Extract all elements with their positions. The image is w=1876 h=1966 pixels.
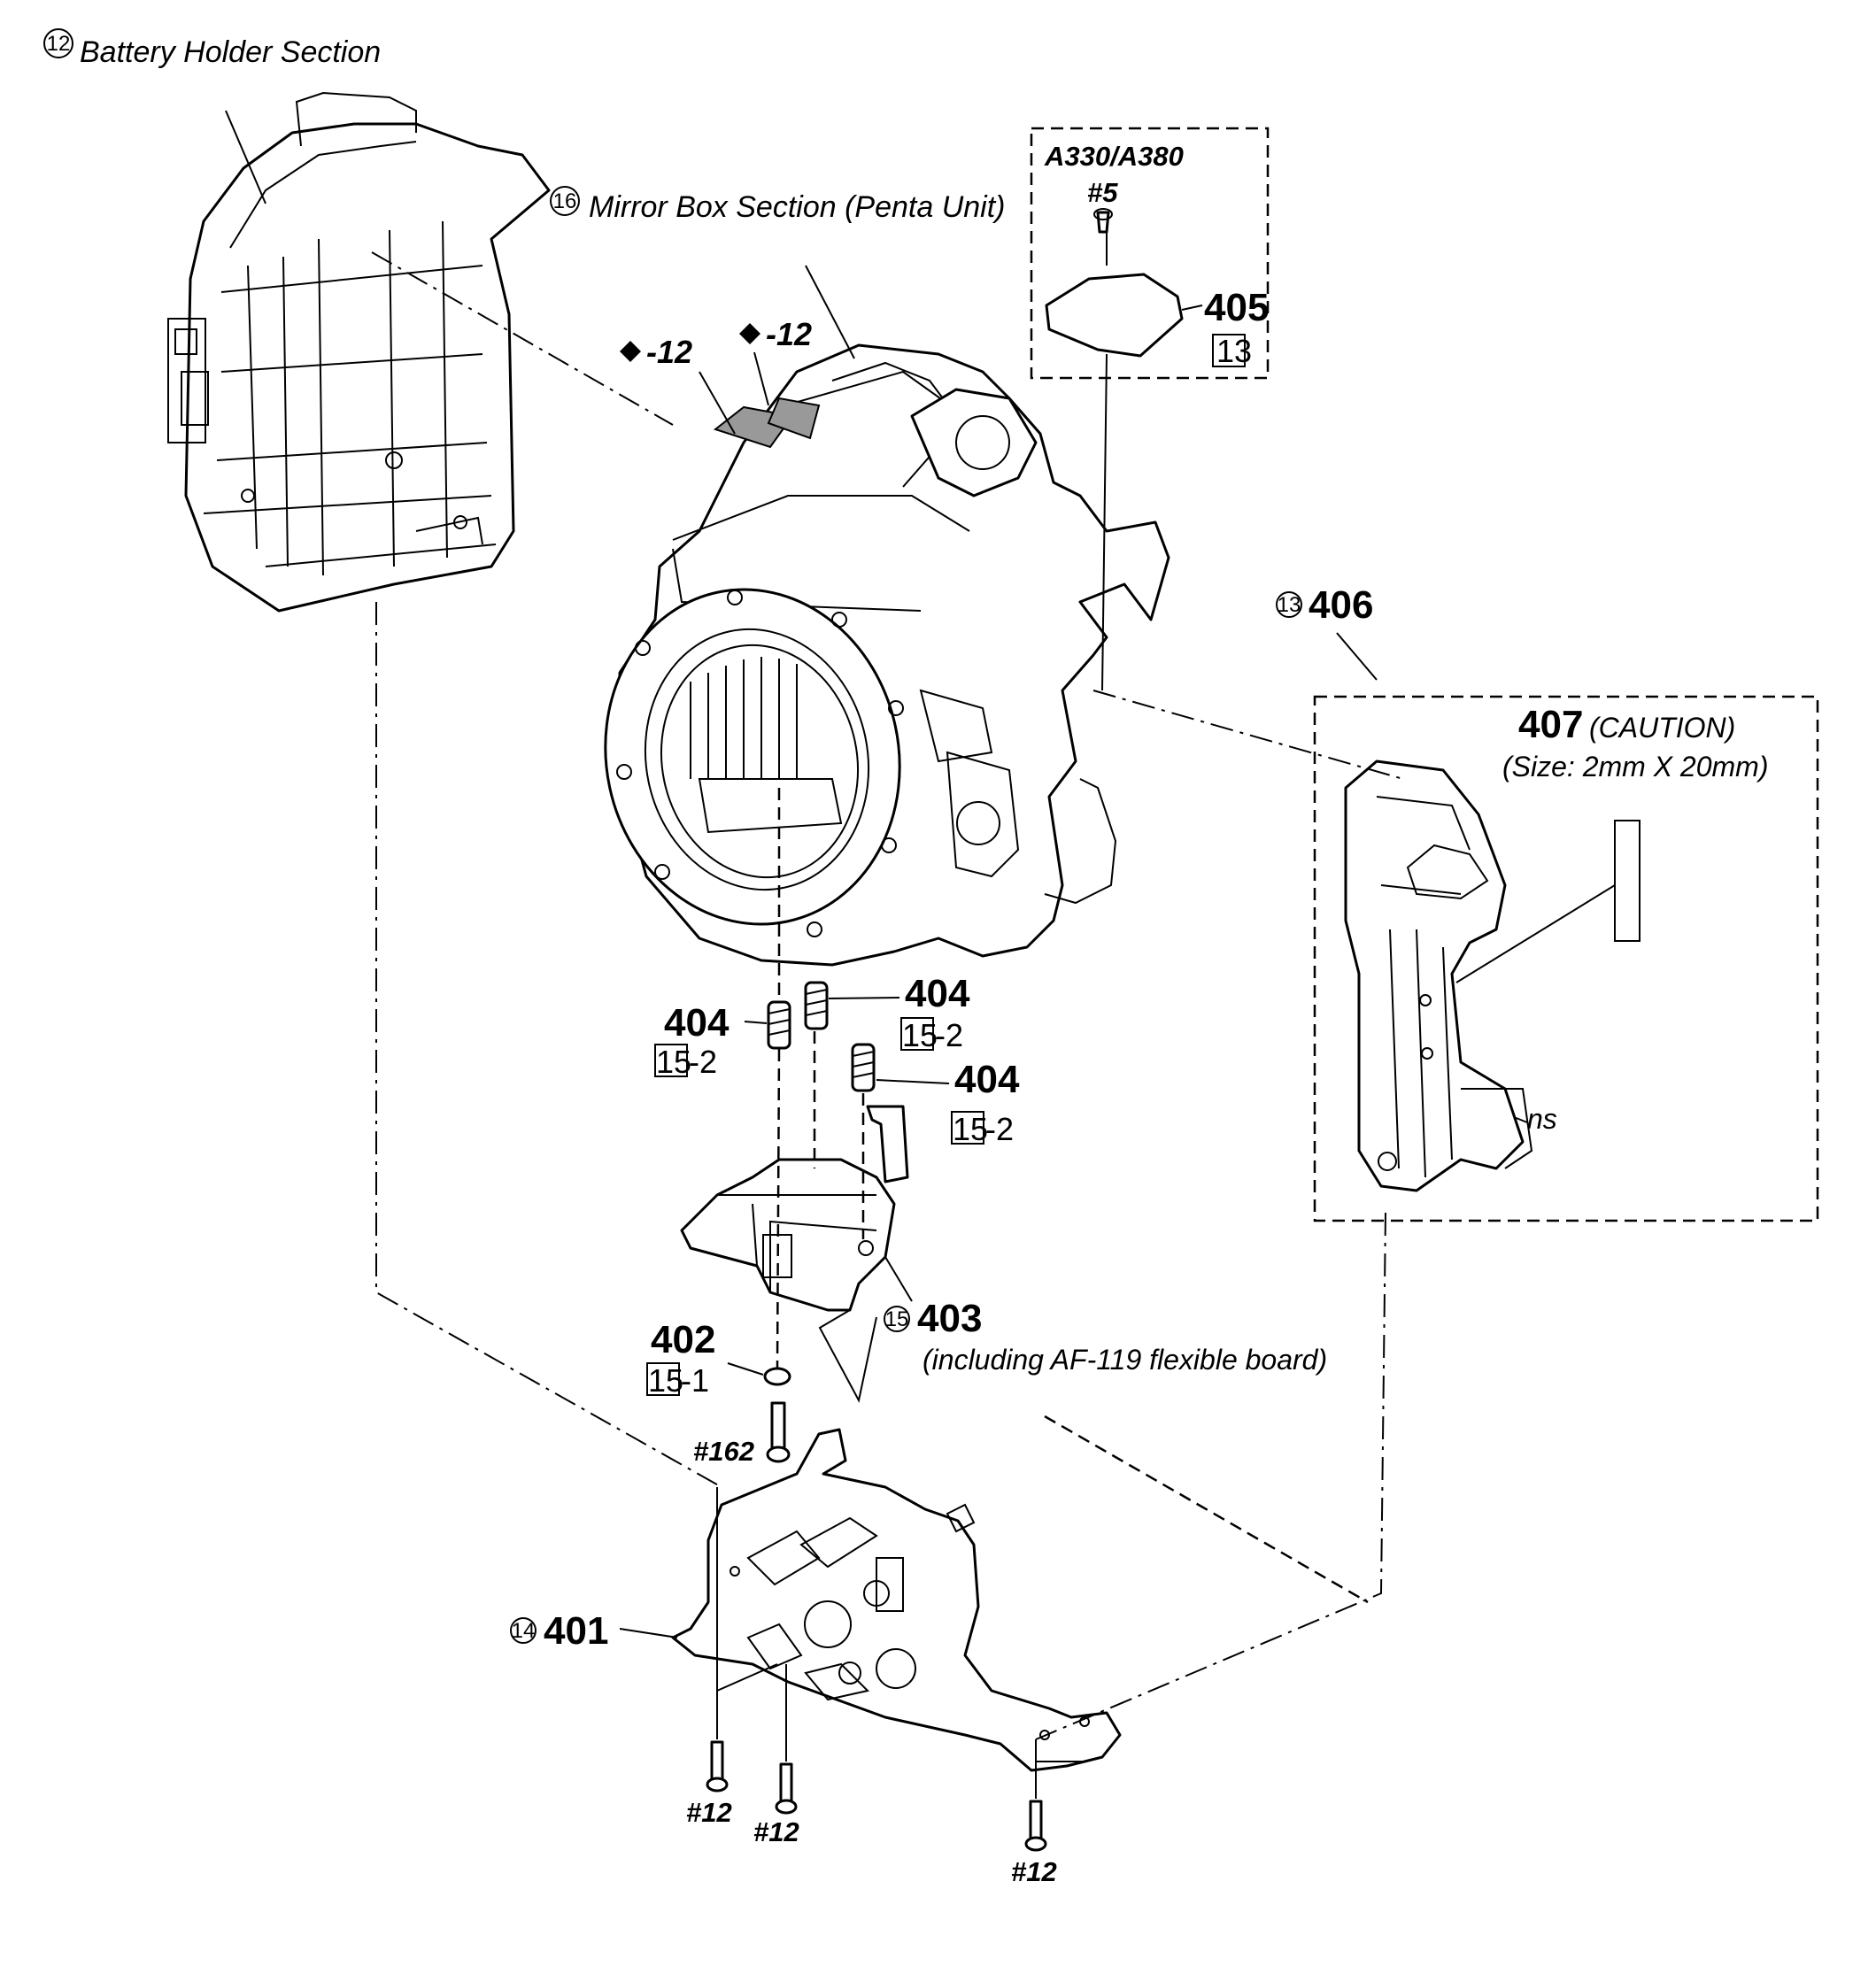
part-407-size: (Size: 2mm X 20mm) [1502,751,1768,783]
part-404a-ref: 15 [656,1044,691,1080]
part-403-label: 403 [917,1297,982,1340]
flex-connector-right [767,397,821,440]
screw-12b-label: #12 [753,1816,799,1847]
spring-404-b [804,981,829,1030]
marker-2-label: -12 [766,316,812,352]
screw-162 [766,1401,791,1463]
base-plate-401 [671,1428,1122,1772]
part-404c-ref: 15 [953,1111,988,1147]
assembly-line-springs [776,788,865,1368]
assembly-line-battery-base [375,602,722,1488]
part-406-label: 406 [1309,583,1373,627]
part-406-leader [1336,632,1378,681]
part-404a-ref-suffix: -2 [689,1044,717,1080]
assembly-line-battery-mirror [371,251,674,426]
mirror-section-label: Mirror Box Section (Penta Unit) [589,190,1006,224]
part-401-circle [510,1617,537,1644]
part-404c-label: 404 [954,1058,1020,1101]
screw-5 [1096,211,1110,234]
part-402-ref-box [646,1362,680,1396]
part-406-box-frame [1313,695,1819,1222]
af-sensor-unit-403 [680,1105,909,1312]
screw-12-c [1024,1800,1047,1852]
part-404b-ref-suffix: -2 [935,1017,963,1053]
screw-12-b [775,1762,798,1815]
battery-section-circle [43,28,73,58]
part-401-label: 401 [544,1609,608,1653]
screw-12a-label: #12 [686,1797,732,1828]
part-405-axis [1101,232,1108,691]
screw-12c-label: #12 [1011,1856,1057,1887]
mirror-box-body [604,343,1170,967]
part-404b-label: 404 [905,972,970,1015]
part-407-ns-tag: ns [1527,1103,1557,1135]
part-405-label: 405 [1204,286,1269,329]
part-407-caution: (CAUTION) [1589,712,1735,744]
variant-screw-label: #5 [1087,177,1118,208]
part-404b-ref: 15 [902,1017,938,1053]
part-407-label: 407 [1518,703,1583,746]
variant-model-label: A330/A380 [1044,141,1184,172]
mirror-section-num: 16 [553,189,577,213]
part-402-ref: 15 [648,1362,683,1399]
part-402-ref-suffix: -1 [681,1362,709,1399]
part-405-ref: 13 [1216,333,1252,369]
battery-holder-assembly [167,91,551,613]
part-403-num: 15 [885,1307,909,1331]
part-403-bracket [818,1309,877,1403]
part-402-label: 402 [651,1318,715,1361]
battery-section-num: 12 [47,32,71,56]
battery-section-leader [225,110,266,204]
marker-1-label: -12 [646,334,692,370]
part-404c-ref-box [951,1111,984,1145]
screw-12-a [706,1740,729,1793]
assembly-line-base-right [1044,1415,1369,1604]
part-407-leader [1455,884,1616,983]
spring-404-a [767,1000,791,1050]
spring-404-c [851,1043,876,1092]
part-406-frame [1344,759,1533,1192]
part-405-ref-box [1212,334,1246,367]
part-401-num: 14 [512,1619,536,1643]
part-404b-ref-box [900,1017,934,1051]
washer-402 [763,1367,791,1386]
part-403-desc: (including AF-119 flexible board) [923,1344,1327,1376]
ns-leader [1513,1116,1528,1123]
variant-box-frame [1030,127,1270,380]
marker-diamond-2 [739,323,760,344]
part-404c-ref-suffix: -2 [985,1111,1014,1147]
assembly-line-mirror-grip [1092,690,1404,780]
marker-diamond-1 [620,341,641,362]
battery-section-label: Battery Holder Section [80,35,381,69]
part-405-plate [1045,273,1184,358]
part-406-num: 13 [1278,593,1301,617]
part-403-circle [884,1306,910,1332]
part-406-circle [1276,591,1302,618]
part-407-strip [1614,820,1641,942]
screw-162-label: #162 [693,1436,754,1467]
part-404a-label: 404 [664,1001,730,1045]
mirror-section-circle [550,186,580,216]
part-404a-ref-box [654,1044,688,1077]
assembly-line-grip-base [1035,1212,1386,1740]
